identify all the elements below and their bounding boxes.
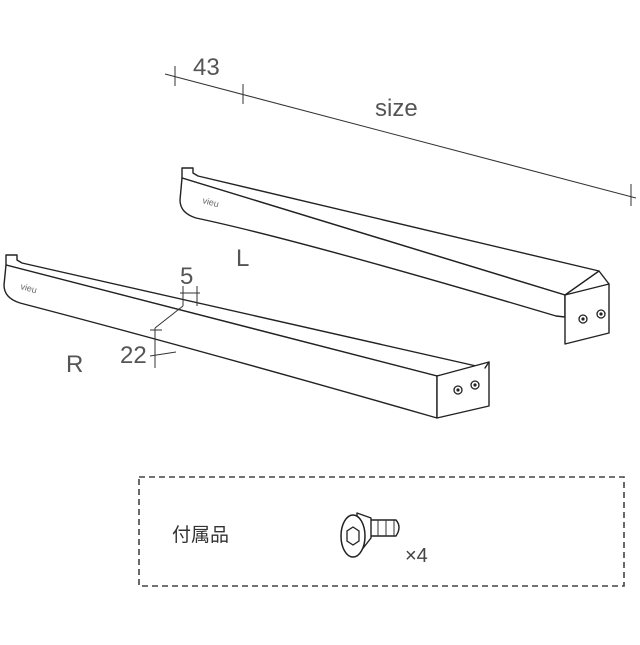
offset-dimension-label: 43 [193, 54, 220, 81]
bracket-left-hole-1-center [581, 317, 585, 321]
bracket-left-top-face [181, 167, 600, 296]
bracket-right-front-face [3, 264, 438, 419]
height-dimension-label: 22 [120, 342, 147, 369]
bracket-left-end-plate [564, 283, 610, 345]
bracket-left-front-face [179, 177, 566, 318]
bracket-right: vieu [3, 254, 490, 419]
bracket-left-plate-edge [598, 270, 610, 285]
screw-shank [367, 519, 400, 537]
section-leader [154, 305, 184, 329]
bracket-right-end-plate [436, 361, 490, 419]
bracket-right-brand: vieu [19, 281, 38, 295]
part-label-left: L [236, 245, 249, 272]
bracket-right-plate-edge [484, 361, 490, 369]
accessories-label: 付属品 [172, 524, 229, 546]
accessories-quantity: ×4 [405, 545, 428, 567]
accessories-box: 付属品 ×4 [138, 476, 625, 587]
height-tick-bottom [149, 351, 177, 357]
bracket-left: vieu [179, 167, 610, 345]
length-dimension-label: size [375, 95, 418, 122]
screw-hex-socket [346, 526, 360, 546]
bracket-right-hole-2-center [473, 383, 477, 387]
thickness-dimension-label: 5 [180, 263, 193, 290]
bracket-right-hole-1-center [456, 388, 460, 392]
bracket-left-brand: vieu [201, 195, 220, 209]
dimension-line [164, 73, 637, 199]
bracket-left-hole-2-center [599, 312, 603, 316]
section-dimension: 5 22 [120, 263, 200, 369]
accessories-border [138, 476, 625, 587]
length-dimension: 43 size [164, 54, 637, 206]
part-label-right: R [66, 351, 83, 378]
countersunk-hex-screw-icon [340, 512, 400, 558]
